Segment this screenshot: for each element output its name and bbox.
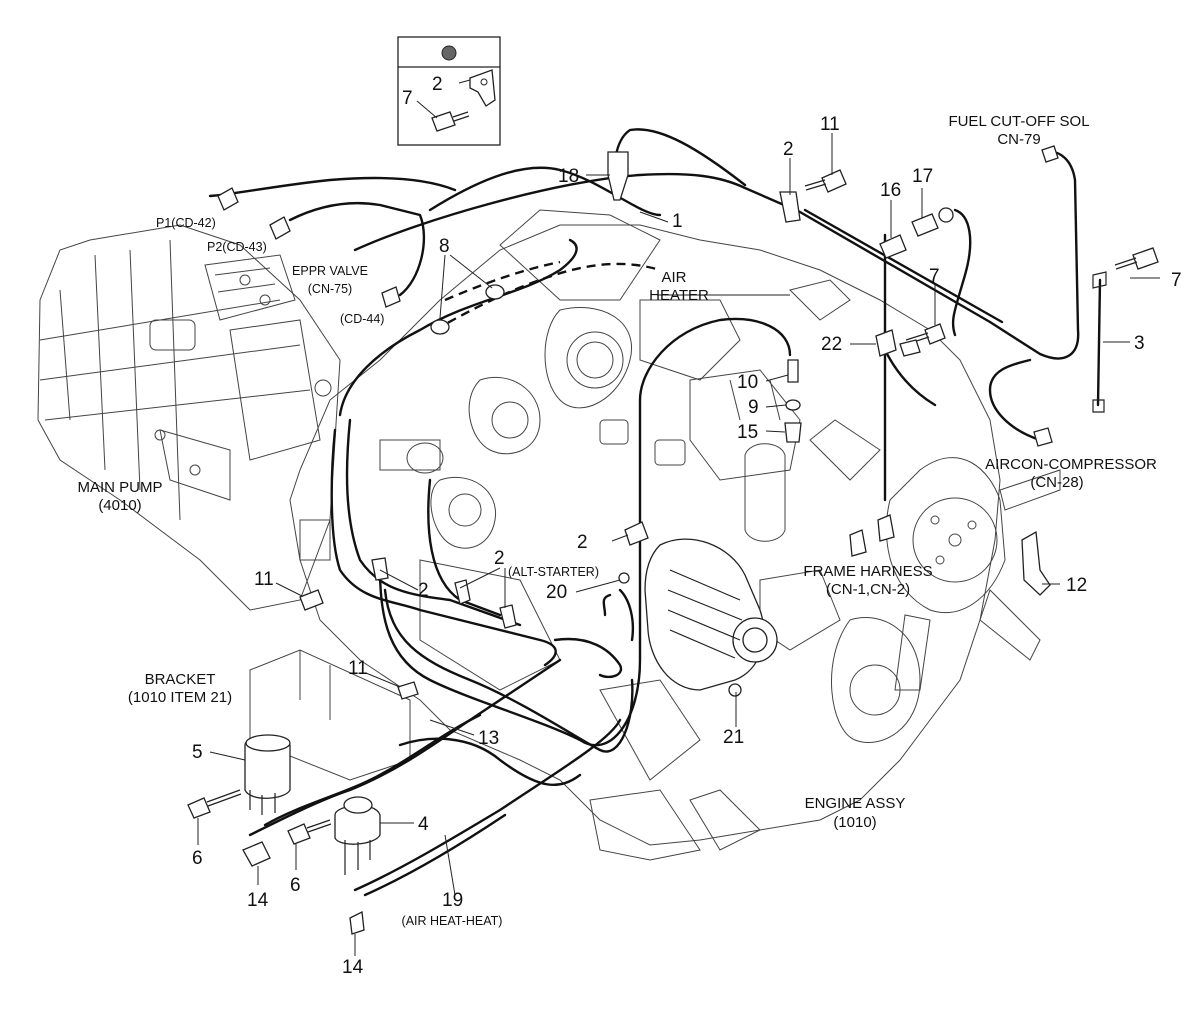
alt-starter-label: (ALT-STARTER)	[508, 565, 599, 579]
callout-10: 10	[737, 372, 758, 393]
text-labels: FUEL CUT-OFF SOL CN-79 P1(CD-42) P2(CD-4…	[77, 113, 1157, 928]
ground-cable-3	[1092, 271, 1107, 413]
fuel-cutoff-code: CN-79	[997, 131, 1040, 148]
callout-6: 6	[290, 875, 301, 896]
aircon-compressor-label: AIRCON-COMPRESSOR	[985, 456, 1157, 473]
callout-19: 19	[442, 890, 463, 911]
engine-assy-label: ENGINE ASSY	[805, 795, 906, 812]
callout-5: 5	[192, 742, 203, 763]
callout-7: 7	[1171, 270, 1182, 291]
main-pump-label: MAIN PUMP	[77, 479, 162, 496]
callout-11: 11	[254, 569, 274, 590]
air-heater-label: AIR	[661, 269, 686, 286]
callout-11: 11	[820, 114, 840, 135]
frame-harness-code: (CN-1,CN-2)	[826, 581, 910, 598]
callout-18: 18	[558, 166, 579, 187]
cd44-label: (CD-44)	[340, 312, 384, 326]
air-heater-label-2: HEATER	[649, 287, 709, 304]
frame-harness-label: FRAME HARNESS	[803, 563, 932, 580]
callout-9: 9	[748, 397, 759, 418]
aircon-compressor-code: (CN-28)	[1030, 474, 1083, 491]
callout-7-inset: 7	[402, 88, 413, 109]
bracket-label: BRACKET	[145, 671, 216, 688]
callout-2: 2	[783, 139, 794, 160]
callout-15: 15	[737, 422, 758, 443]
callout-2: 2	[418, 580, 429, 601]
engine-block-outline	[289, 209, 1001, 861]
p2-connector-label: P2(CD-43)	[207, 240, 267, 254]
fuel-cutoff-label: FUEL CUT-OFF SOL	[948, 113, 1089, 130]
cooling-fan-outline	[809, 419, 1061, 691]
callout-6: 6	[192, 848, 203, 869]
callout-13: 13	[478, 728, 499, 749]
detail-inset	[397, 36, 501, 146]
callout-22: 22	[821, 334, 842, 355]
callout-4: 4	[418, 814, 429, 835]
main-pump-outline	[37, 224, 341, 611]
p1-connector-label: P1(CD-42)	[156, 216, 216, 230]
callout-8: 8	[439, 236, 450, 257]
relay-4	[334, 796, 381, 875]
callout-17: 17	[912, 166, 933, 187]
wire-harness-main	[208, 128, 1080, 897]
eppr-valve-code: (CN-75)	[308, 282, 352, 296]
bracket-item-label: (1010 ITEM 21)	[128, 689, 232, 706]
callout-20: 20	[546, 582, 567, 603]
main-pump-code: (4010)	[98, 497, 141, 514]
alternator-21	[644, 538, 778, 697]
air-heat-label: (AIR HEAT-HEAT)	[402, 914, 503, 928]
callout-2: 2	[494, 548, 505, 569]
leader-lines	[197, 133, 1160, 956]
eppr-valve-label: EPPR VALVE	[292, 264, 368, 278]
bolt-parts	[187, 145, 1159, 935]
callout-3: 3	[1134, 333, 1145, 354]
callout-14: 14	[342, 957, 364, 978]
callout-2: 2	[577, 532, 588, 553]
callout-16: 16	[880, 180, 901, 201]
callout-12: 12	[1066, 575, 1087, 596]
callout-1: 1	[672, 211, 683, 232]
callout-numbers: 2 7 1 2 2 2 2 3 4 5 6 6 7 7 8 9 10 11 11…	[192, 74, 1182, 978]
callout-14: 14	[247, 890, 269, 911]
callout-2-inset: 2	[432, 74, 443, 95]
engine-assy-code: (1010)	[833, 814, 876, 831]
callout-11: 11	[348, 658, 368, 679]
relay-5	[244, 734, 291, 815]
callout-7: 7	[929, 266, 940, 287]
callout-21: 21	[723, 727, 744, 748]
